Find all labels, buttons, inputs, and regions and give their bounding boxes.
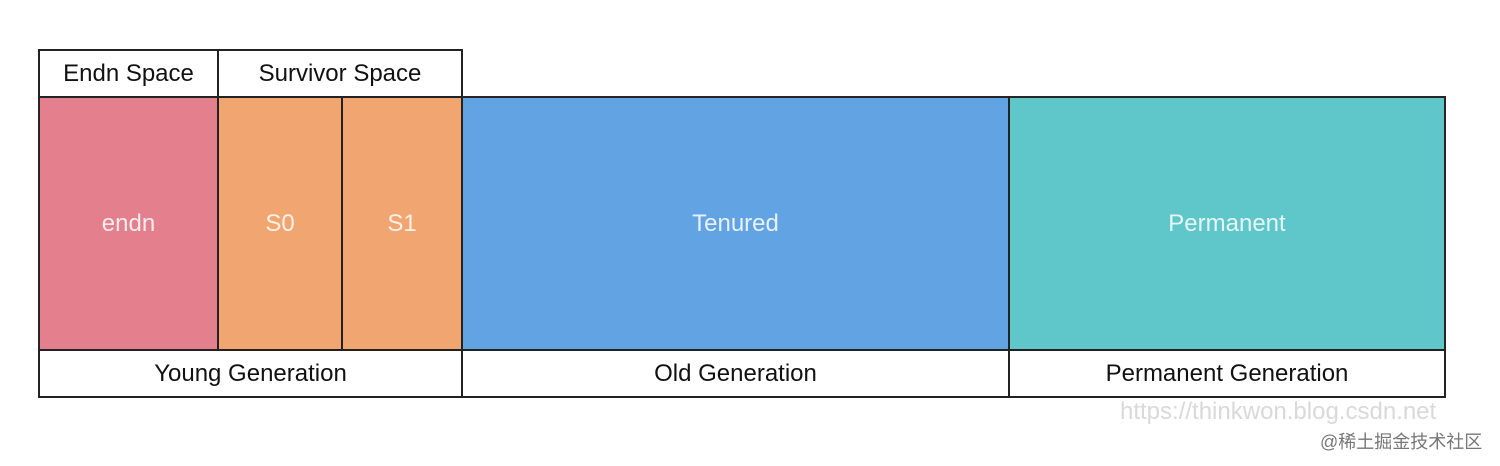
- tenured-region: Tenured: [461, 96, 1010, 351]
- s1-region-label: S1: [387, 209, 417, 237]
- eden-space-header: Endn Space: [38, 49, 219, 98]
- s0-region-label: S0: [265, 209, 295, 237]
- s0-region: S0: [217, 96, 343, 351]
- survivor-space-header: Survivor Space: [217, 49, 463, 98]
- old-generation-footer: Old Generation: [461, 349, 1010, 398]
- community-watermark: @稀土掘金技术社区: [1320, 432, 1483, 452]
- permanent-region: Permanent: [1008, 96, 1446, 351]
- permanent-generation-footer: Permanent Generation: [1008, 349, 1446, 398]
- young-generation-footer: Young Generation: [38, 349, 463, 398]
- permanent-region-label: Permanent: [1168, 209, 1286, 237]
- tenured-region-label: Tenured: [692, 209, 779, 237]
- survivor-space-header-label: Survivor Space: [258, 59, 422, 87]
- url-watermark: https://thinkwon.blog.csdn.net: [1120, 398, 1437, 425]
- permanent-generation-label: Permanent Generation: [1105, 359, 1349, 387]
- eden-region: endn: [38, 96, 219, 351]
- old-generation-label: Old Generation: [654, 359, 817, 387]
- eden-region-label: endn: [101, 209, 156, 237]
- s1-region: S1: [341, 96, 463, 351]
- young-generation-label: Young Generation: [154, 359, 347, 387]
- eden-space-header-label: Endn Space: [63, 59, 194, 87]
